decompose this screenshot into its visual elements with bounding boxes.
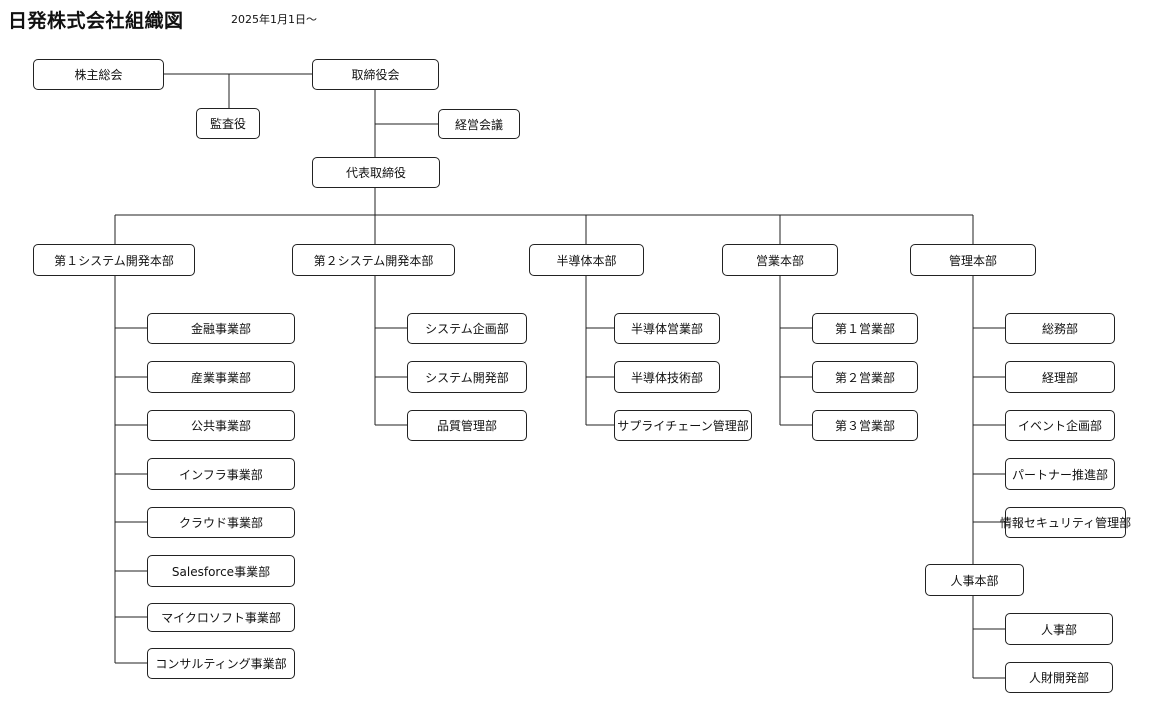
dept-box: 半導体営業部 — [614, 313, 720, 344]
division-sys2: 第２システム開発本部 — [292, 244, 455, 276]
dept-box: コンサルティング事業部 — [147, 648, 295, 679]
dept-box: 人財開発部 — [1005, 662, 1113, 693]
dept-box: 経理部 — [1005, 361, 1115, 393]
dept-box: 公共事業部 — [147, 410, 295, 441]
dept-box: インフラ事業部 — [147, 458, 295, 490]
dept-box: システム企画部 — [407, 313, 527, 344]
dept-box: 金融事業部 — [147, 313, 295, 344]
dept-box: パートナー推進部 — [1005, 458, 1115, 490]
division-semiconductor: 半導体本部 — [529, 244, 644, 276]
dept-box: 情報セキュリティ管理部 — [1000, 507, 1131, 538]
dept-box: 半導体技術部 — [614, 361, 720, 393]
dept-box: Salesforce事業部 — [147, 555, 295, 587]
division-admin: 管理本部 — [910, 244, 1036, 276]
board-of-directors-box: 取締役会 — [312, 59, 439, 90]
president-box: 代表取締役 — [312, 157, 440, 188]
dept-box: クラウド事業部 — [147, 507, 295, 538]
division-hr: 人事本部 — [925, 564, 1024, 596]
shareholders-meeting-box: 株主総会 — [33, 59, 164, 90]
division-sys1: 第１システム開発本部 — [33, 244, 195, 276]
dept-box: イベント企画部 — [1005, 410, 1115, 441]
dept-box: システム開発部 — [407, 361, 527, 393]
dept-box: 人事部 — [1005, 613, 1113, 645]
effective-date: 2025年1月1日～ — [231, 13, 317, 26]
dept-box: 第１営業部 — [812, 313, 918, 344]
dept-box: サプライチェーン管理部 — [614, 410, 752, 441]
division-sales: 営業本部 — [722, 244, 838, 276]
dept-box: 産業事業部 — [147, 361, 295, 393]
management-meeting-box: 経営会議 — [438, 109, 520, 139]
dept-box: 総務部 — [1005, 313, 1115, 344]
dept-box: 第２営業部 — [812, 361, 918, 393]
auditor-box: 監査役 — [196, 108, 260, 139]
dept-box: 品質管理部 — [407, 410, 527, 441]
dept-box: マイクロソフト事業部 — [147, 603, 295, 632]
page-title: 日発株式会社組織図 — [8, 10, 184, 32]
dept-box: 第３営業部 — [812, 410, 918, 441]
